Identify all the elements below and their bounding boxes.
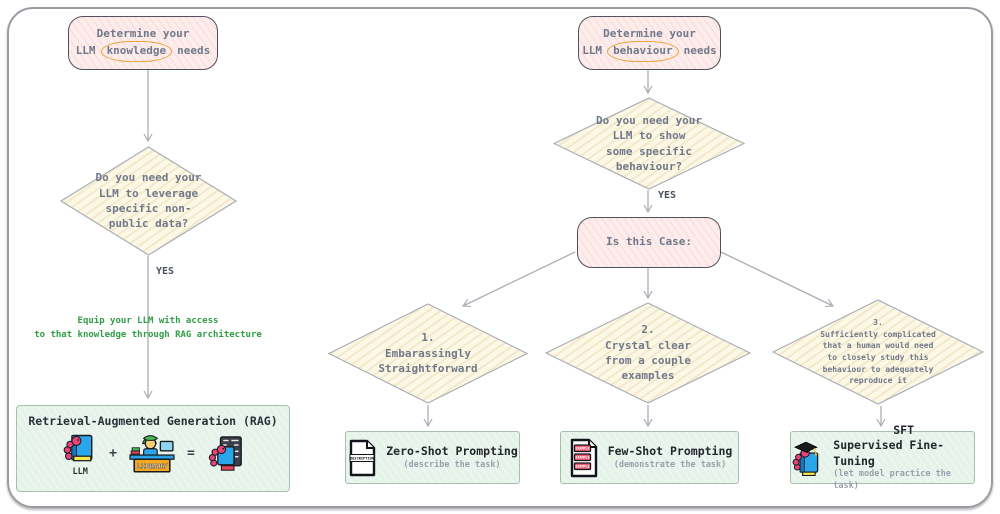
rag-equation: LLM + LIBRARY =	[63, 431, 243, 477]
examples-document-icon: EXAMPLE EXAMPLE EXAMPLE	[570, 438, 597, 477]
zero-shot-subtitle: (describe the task)	[403, 459, 501, 470]
rag-bookworm-icon	[208, 435, 242, 471]
start-box-line1: Determine your	[96, 27, 190, 40]
diamond-shape	[60, 146, 237, 256]
rag-result-box: Retrieval-Augmented Generation (RAG) LLM…	[16, 405, 290, 492]
diamond-shape	[545, 302, 751, 404]
example-label-2: EXAMPLE	[575, 455, 589, 459]
needs-word: needs	[177, 44, 211, 57]
determine-knowledge-needs-box: Determine your LLM knowledge needs	[68, 16, 218, 70]
case-2-diamond: 2. Crystal clear from a couple examples	[545, 302, 751, 404]
yes-label-right: YES	[658, 190, 677, 201]
description-label: DESCRIPTION	[350, 456, 374, 460]
diamond-shape	[328, 303, 528, 404]
case-3-label: 3. Sufficiently complicated that a human…	[820, 318, 936, 386]
rag-title: Retrieval-Augmented Generation (RAG)	[28, 414, 278, 428]
llm-word: LLM	[75, 44, 96, 57]
knowledge-word-circled: knowledge	[100, 40, 173, 62]
llm-word: LLM	[582, 44, 603, 57]
llm-caption: LLM	[72, 467, 88, 477]
example-label-1: EXAMPLE	[575, 446, 589, 450]
case-3-diamond: 3. Sufficiently complicated that a human…	[772, 299, 984, 405]
librarian-icon: LIBRARY	[129, 434, 175, 473]
start-box-line1: Determine your	[603, 27, 696, 40]
decision-question: Do you need your LLM to show some specif…	[596, 113, 702, 173]
case-box-label: Is this Case:	[605, 235, 693, 249]
llm-bookworm-figure: LLM	[63, 431, 97, 477]
is-this-case-box: Is this Case:	[577, 217, 721, 268]
zero-shot-result-box: DESCRIPTION Zero-Shot Prompting (describ…	[345, 431, 520, 484]
yes-label-left: YES	[156, 266, 175, 277]
diamond-shape	[553, 97, 745, 190]
few-shot-result-box: EXAMPLE EXAMPLE EXAMPLE Few-Shot Prompti…	[560, 431, 739, 484]
llm-bookworm-icon	[63, 434, 93, 462]
sft-subtitle: (let model practice the task)	[833, 469, 951, 491]
equals-sign: =	[187, 446, 195, 462]
few-shot-subtitle: (demonstrate the task)	[613, 459, 727, 470]
rag-architecture-note: Equip your LLM with access to that knowl…	[34, 316, 262, 341]
specific-behaviour-decision-diamond: Do you need your LLM to show some specif…	[553, 97, 745, 190]
sft-title-line2: Supervised Fine-Tuning	[833, 438, 945, 468]
library-sign-text: LIBRARY	[137, 461, 168, 470]
sft-title-line1: SFT	[893, 422, 915, 437]
sft-text: SFT Supervised Fine-Tuning (let model pr…	[833, 423, 974, 492]
start-box-line2: LLM knowledge needs	[75, 40, 211, 62]
library-figure: LIBRARY	[129, 433, 175, 475]
non-public-data-decision-diamond: Do you need your LLM to leverage specifi…	[60, 146, 237, 256]
sft-result-box: SFT Supervised Fine-Tuning (let model pr…	[790, 423, 975, 491]
diamond-shape	[772, 299, 984, 405]
case-1-label: 1. Embarassingly Straightforward	[378, 331, 478, 376]
example-label-3: EXAMPLE	[575, 464, 589, 468]
outer-frame	[7, 7, 993, 508]
needs-word: needs	[683, 44, 717, 57]
case-2-label: 2. Crystal clear from a couple examples	[604, 323, 692, 383]
rag-bookworm-figure	[207, 435, 243, 473]
zero-shot-title: Zero-Shot Prompting	[386, 444, 518, 458]
few-shot-title: Few-Shot Prompting	[607, 444, 733, 458]
decision-question: Do you need your LLM to leverage specifi…	[95, 171, 202, 231]
start-box-line2: LLM behaviour needs	[582, 40, 717, 62]
behaviour-word-circled: behaviour	[607, 40, 679, 62]
determine-behaviour-needs-box: Determine your LLM behaviour needs	[578, 16, 721, 70]
description-document-icon: DESCRIPTION	[349, 439, 376, 476]
graduate-bookworm-icon	[792, 441, 819, 476]
case-1-diamond: 1. Embarassingly Straightforward	[328, 303, 528, 404]
plus-sign: +	[109, 446, 117, 462]
few-shot-text: Few-Shot Prompting (demonstrate the task…	[608, 444, 733, 471]
zero-shot-text: Zero-Shot Prompting (describe the task)	[386, 444, 518, 471]
